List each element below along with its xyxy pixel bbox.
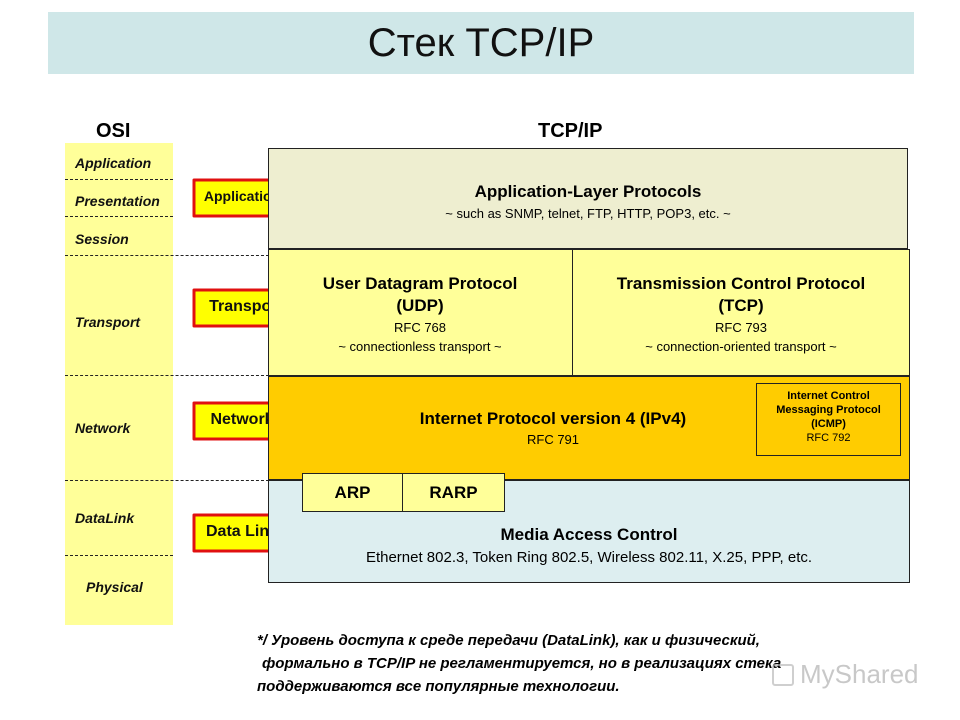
application-layer-subtitle: ~ such as SNMP, telnet, FTP, HTTP, POP3,… <box>445 206 731 221</box>
udp-rfc: RFC 768 <box>393 320 447 335</box>
osi-network: Network <box>75 420 131 436</box>
arrow-transport-label: Transport <box>209 298 283 315</box>
udp-desc: ~ connectionless transport ~ <box>338 339 502 354</box>
icmp-line3: (ICMP) <box>811 418 846 430</box>
rarp-label: RARP <box>429 483 478 502</box>
tcpip-header: TCP/IP <box>538 120 603 142</box>
osi-physical: Physical <box>86 579 143 595</box>
arp-label: ARP <box>334 483 371 502</box>
osi-divider <box>65 179 173 180</box>
osi-application: Application <box>75 155 152 171</box>
osi-header: OSI <box>96 120 131 142</box>
osi-session: Session <box>75 231 129 247</box>
application-layer-title: Application-Layer Protocols <box>474 182 702 201</box>
arrow-network-label: Network <box>210 411 274 428</box>
osi-transport: Transport <box>75 314 141 330</box>
footnote-line2: формально в TCP/IP не регламентируется, … <box>262 655 782 672</box>
icmp-line2: Messaging Protocol <box>776 404 881 416</box>
ipv4-rfc: RFC 791 <box>526 432 580 447</box>
layer-separator <box>65 375 269 376</box>
application-layer-box <box>268 148 908 249</box>
arp-box <box>302 473 403 512</box>
mac-title: Media Access Control <box>500 525 678 544</box>
ipv4-title: Internet Protocol version 4 (IPv4) <box>419 409 687 428</box>
udp-title: User Datagram Protocol <box>322 274 518 293</box>
icmp-rfc: RFC 792 <box>806 432 851 444</box>
osi-divider <box>65 555 173 556</box>
footnote-line3: поддерживаются все популярные технологии… <box>257 678 620 695</box>
tcp-rfc: RFC 793 <box>714 320 768 335</box>
osi-divider <box>65 216 173 217</box>
layer-separator <box>65 480 269 481</box>
watermark-icon <box>772 664 794 686</box>
layer-separator <box>65 255 269 256</box>
arrow-application-label: Application <box>203 188 281 204</box>
tcp-abbr: (TCP) <box>718 296 764 315</box>
icmp-box <box>756 383 901 456</box>
tcp-title: Transmission Control Protocol <box>616 274 866 293</box>
title-bar <box>48 12 914 74</box>
watermark-text: MyShared <box>800 659 919 689</box>
footnote-line1: */ Уровень доступа к среде передачи (Dat… <box>257 632 760 649</box>
udp-abbr: (UDP) <box>396 296 444 315</box>
transport-layer-box <box>268 249 910 376</box>
osi-datalink: DataLink <box>75 510 135 526</box>
transport-divider <box>572 249 573 376</box>
arrow-datalink-label: Data Link <box>205 523 278 540</box>
tcp-desc: ~ connection-oriented transport ~ <box>645 339 837 354</box>
icmp-line1: Internet Control <box>787 390 870 402</box>
page-title: Стек TCP/IP <box>367 21 595 65</box>
rarp-box <box>402 473 505 512</box>
osi-column <box>65 143 173 625</box>
osi-presentation: Presentation <box>75 193 160 209</box>
mac-subtitle: Ethernet 802.3, Token Ring 802.5, Wirele… <box>365 549 813 566</box>
